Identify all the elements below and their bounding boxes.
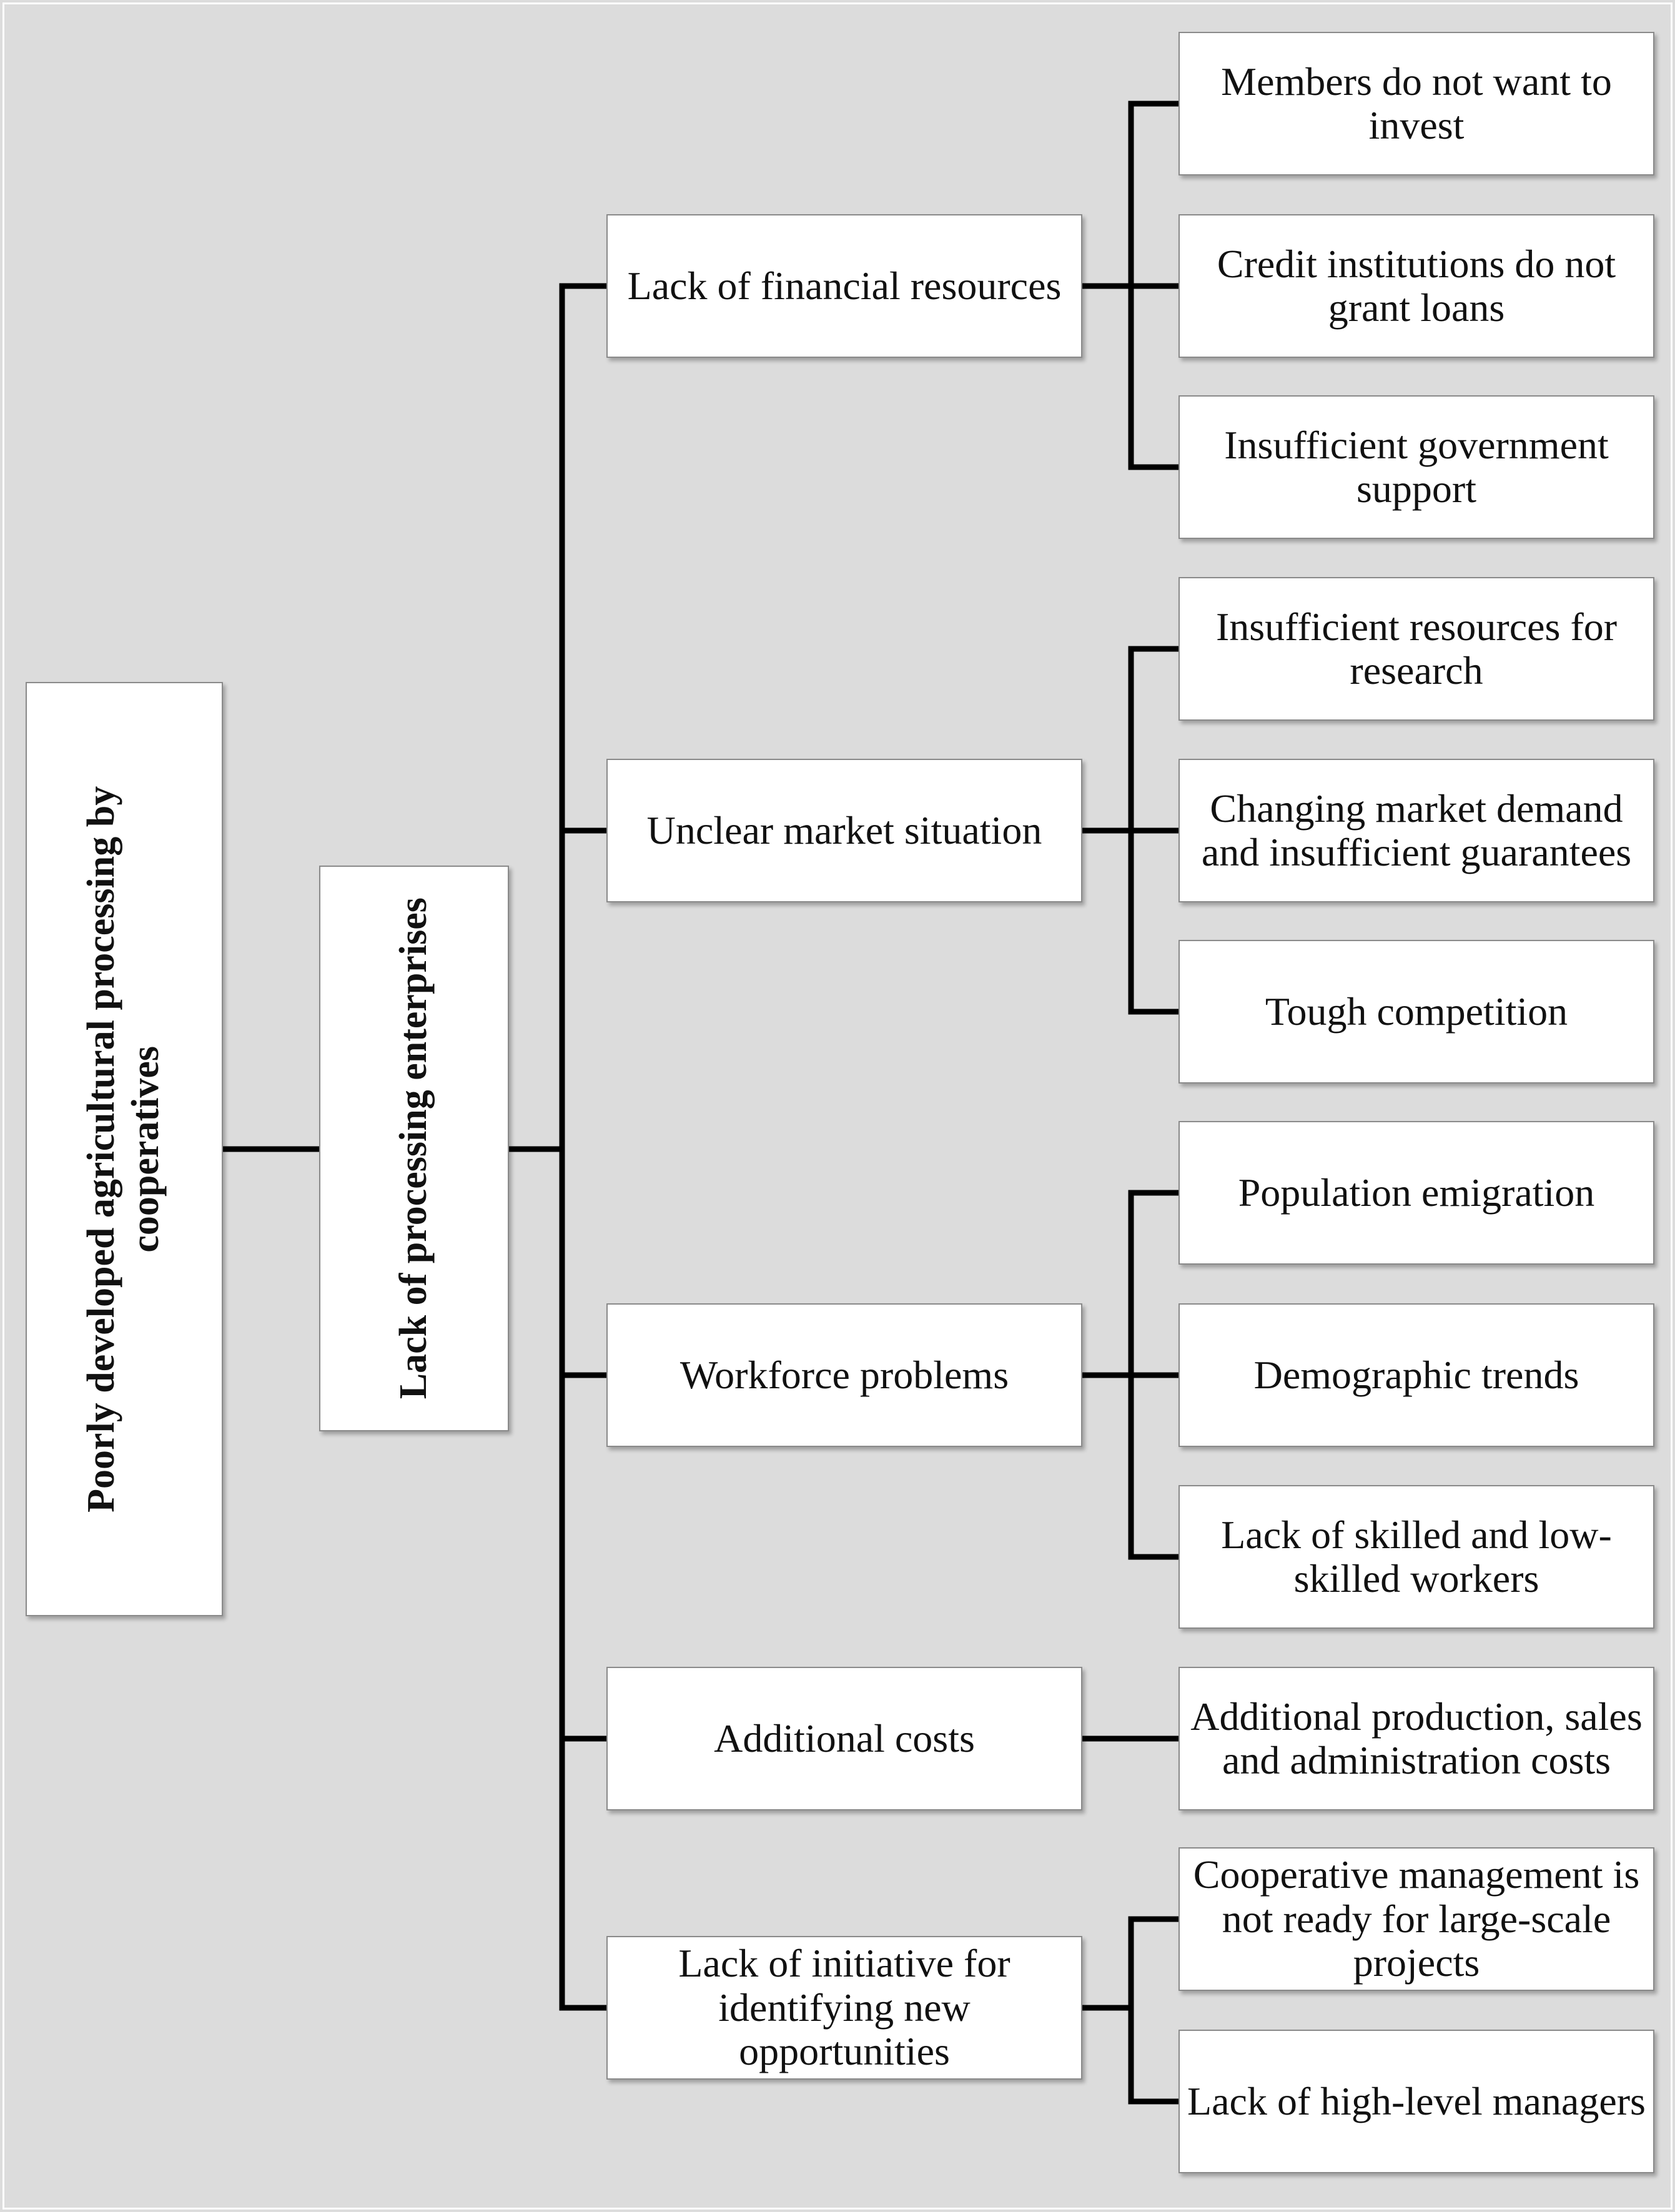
cause-box-5: Lack of initiative for identifying new o…: [606, 1936, 1082, 2080]
cause-label: Lack of initiative for identifying new o…: [678, 1941, 1010, 2074]
sub-cause-label: Additional production, sales and adminis…: [1190, 1694, 1643, 1782]
sub-cause-box: Cooperative management is not ready for …: [1178, 1847, 1654, 1991]
sub-cause-label: Insufficient government support: [1224, 422, 1609, 511]
sub-cause-label: Lack of skilled and low-skilled workers: [1221, 1512, 1612, 1601]
cause-label: Unclear market situation: [646, 807, 1042, 852]
sub-cause-box: Insufficient resources for research: [1178, 577, 1654, 721]
sub-cause-label: Changing market demand and insufficient …: [1201, 786, 1632, 874]
sub-cause-box: Additional production, sales and adminis…: [1178, 1667, 1654, 1810]
cause-box-4: Additional costs: [606, 1667, 1082, 1810]
sub-cause-label: Insufficient resources for research: [1215, 604, 1618, 693]
sub-cause-box: Credit institutions do not grant loans: [1178, 214, 1654, 358]
sub-cause-box: Tough competition: [1178, 940, 1654, 1084]
sub-cause-label: Lack of high-level managers: [1187, 2078, 1646, 2123]
sub-cause-box: Insufficient government support: [1178, 395, 1654, 539]
sub-cause-label: Population emigration: [1238, 1170, 1595, 1215]
level1-label: Lack of processing enterprises: [392, 897, 435, 1400]
sub-cause-label: Tough competition: [1265, 989, 1568, 1034]
cause-label: Lack of financial resources: [627, 263, 1062, 308]
cause-box-3: Workforce problems: [606, 1303, 1082, 1447]
level1-box: Lack of processing enterprises: [319, 866, 509, 1431]
sub-cause-label: Demographic trends: [1253, 1352, 1579, 1397]
cause-box-2: Unclear market situation: [606, 759, 1082, 902]
sub-cause-label: Cooperative management is not ready for …: [1193, 1852, 1640, 1985]
sub-cause-box: Demographic trends: [1178, 1303, 1654, 1447]
cause-label: Additional costs: [714, 1716, 975, 1760]
sub-cause-box: Lack of skilled and low-skilled workers: [1178, 1485, 1654, 1629]
root-problem-box: Poorly developed agricultural processing…: [26, 682, 223, 1616]
sub-cause-box: Changing market demand and insufficient …: [1178, 759, 1654, 902]
sub-cause-label: Members do not want to invest: [1221, 59, 1612, 147]
root-problem-label: Poorly developed agricultural processing…: [80, 781, 169, 1517]
sub-cause-box: Members do not want to invest: [1178, 32, 1654, 175]
sub-cause-box: Lack of high-level managers: [1178, 2030, 1654, 2173]
cause-box-1: Lack of financial resources: [606, 214, 1082, 358]
root-problem-line-2: cooperatives: [125, 1045, 168, 1253]
root-problem-line-1: Poorly developed agricultural processing…: [80, 786, 123, 1513]
cause-label: Workforce problems: [679, 1352, 1009, 1397]
sub-cause-box: Population emigration: [1178, 1121, 1654, 1265]
sub-cause-label: Credit institutions do not grant loans: [1217, 241, 1616, 330]
